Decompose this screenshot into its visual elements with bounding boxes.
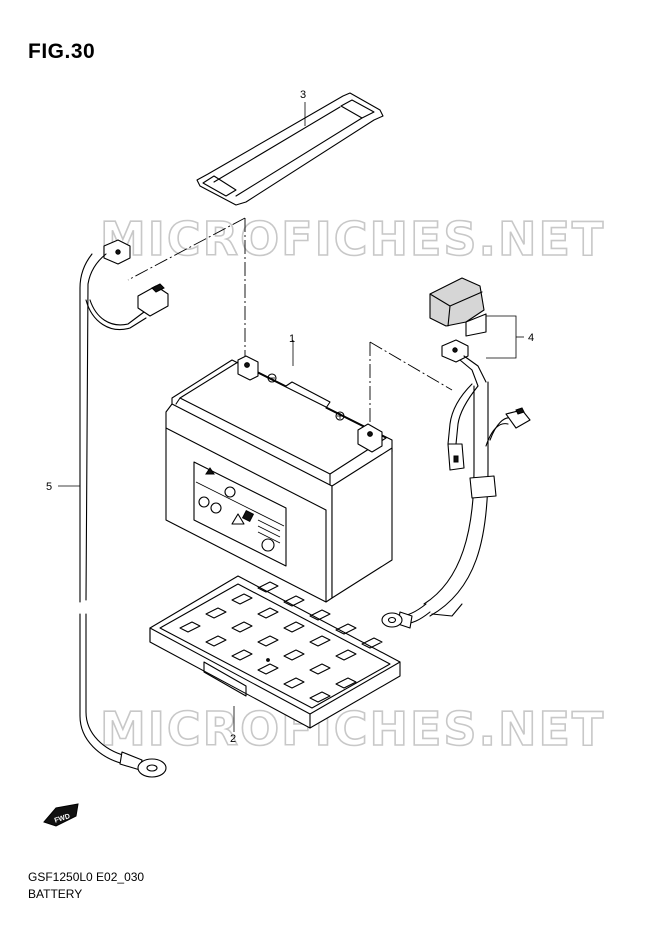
- fwd-arrow-icon: FWD: [43, 803, 79, 827]
- negative-lead-wire: [79, 239, 169, 778]
- callout-part-5: 5: [46, 481, 52, 493]
- watermark-bottom: MICROFICHES.NET: [100, 702, 605, 756]
- positive-cable-and-cap: [381, 277, 531, 629]
- callout-part-2: 2: [230, 733, 236, 745]
- battery-tray: [149, 575, 401, 729]
- watermark-top: MICROFICHES.NET: [100, 212, 605, 266]
- figure-title: FIG.30: [28, 40, 96, 63]
- battery: [165, 355, 393, 603]
- fwd-label: FWD: [54, 813, 71, 825]
- callout-part-1: 1: [289, 333, 295, 345]
- battery-strap: [196, 92, 384, 206]
- tray-slot-grid: [179, 581, 383, 703]
- callout-part-4: 4: [528, 332, 534, 344]
- figure-code: GSF1250L0 E02_030: [28, 870, 145, 884]
- figure-name: BATTERY: [28, 887, 83, 901]
- callout-part-3: 3: [300, 89, 306, 101]
